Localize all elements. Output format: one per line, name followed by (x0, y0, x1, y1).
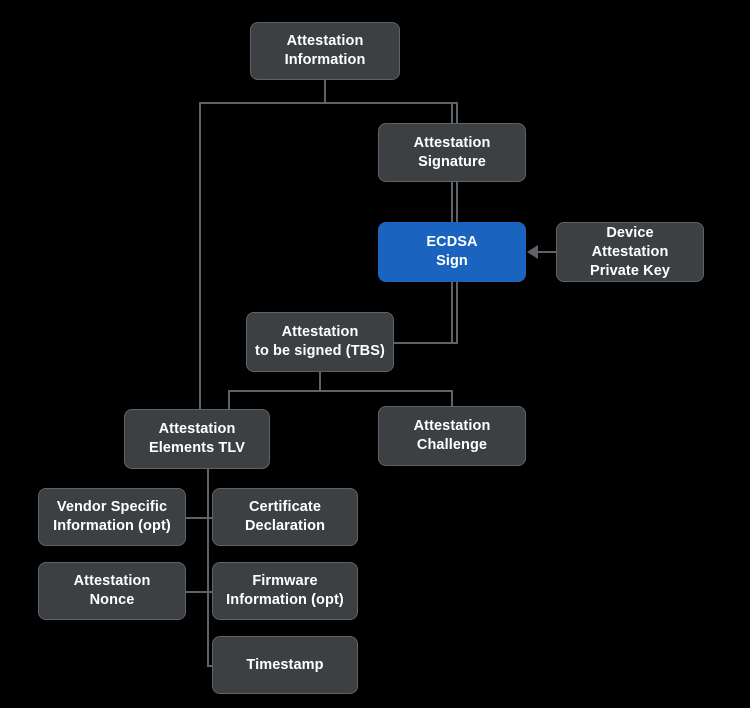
edge-stub-vendor-specific (186, 517, 207, 519)
node-attestation-nonce-line1: Attestation (73, 573, 151, 589)
node-vendor-specific-information[interactable]: Vendor Specific Information (opt) (38, 488, 186, 546)
node-timestamp-line1: Timestamp (246, 656, 324, 673)
edge-tbs-split-bar (228, 390, 452, 392)
node-attestation-tbs[interactable]: Attestation to be signed (TBS) (246, 312, 394, 372)
node-timestamp[interactable]: Timestamp (212, 636, 358, 694)
node-device-attestation-private-key[interactable]: Device Attestation Private Key (556, 222, 704, 282)
node-attestation-challenge-line1: Attestation (413, 418, 491, 434)
edge-tbs-to-challenge (451, 390, 453, 408)
node-attestation-nonce-line2: Nonce (89, 592, 135, 608)
node-attestation-tbs-line2: to be signed (TBS) (255, 343, 385, 359)
node-attestation-signature-line1: Attestation (413, 134, 491, 151)
edge-stub-attestation-nonce (186, 591, 207, 593)
node-attestation-signature-line2: Signature (418, 153, 486, 170)
node-attestation-information-line1: Attestation (286, 33, 364, 49)
node-vendor-specific-information-line2: Information (opt) (53, 518, 171, 534)
edge-stub-firmware-information (207, 591, 215, 593)
node-attestation-elements-tlv-line1: Attestation (158, 421, 236, 437)
node-device-attestation-private-key-line2: Attestation (591, 243, 669, 260)
arrowhead-private-key-to-ecdsa (527, 245, 538, 259)
edge-right-spine-to-tbs (394, 342, 458, 344)
node-attestation-tbs-line1: Attestation (281, 324, 359, 340)
node-certificate-declaration-line2: Declaration (244, 518, 326, 534)
node-ecdsa-sign-line1: ECDSA (426, 234, 478, 250)
edge-signature-top-stub (451, 102, 453, 123)
node-firmware-information-line1: Firmware (252, 573, 318, 589)
edge-attestation-information-split-bar (199, 102, 458, 104)
node-vendor-specific-information-line1: Vendor Specific (56, 499, 168, 515)
node-attestation-elements-tlv[interactable]: Attestation Elements TLV (124, 409, 270, 469)
node-attestation-elements-tlv-line2: Elements TLV (148, 440, 245, 456)
node-firmware-information-line2: Information (opt) (226, 592, 344, 608)
edge-left-spine-to-tlv (199, 102, 201, 411)
node-attestation-challenge-line2: Challenge (416, 437, 488, 453)
node-attestation-nonce[interactable]: Attestation Nonce (38, 562, 186, 620)
node-certificate-declaration-line1: Certificate (248, 499, 321, 515)
node-attestation-signature[interactable]: Attestation Signature (378, 123, 526, 182)
node-ecdsa-sign[interactable]: ECDSA Sign (378, 222, 526, 282)
node-attestation-challenge[interactable]: Attestation Challenge (378, 406, 526, 466)
edge-stub-timestamp (207, 665, 215, 667)
node-ecdsa-sign-line2: Sign (436, 253, 468, 269)
node-device-attestation-private-key-line3: Private Key (589, 262, 671, 279)
edge-tbs-down (319, 372, 321, 390)
node-firmware-information[interactable]: Firmware Information (opt) (212, 562, 358, 620)
node-certificate-declaration[interactable]: Certificate Declaration (212, 488, 358, 546)
edge-tbs-to-tlv (228, 390, 230, 411)
node-device-attestation-private-key-line1: Device (606, 224, 654, 241)
edge-attestation-information-down (324, 80, 326, 104)
node-attestation-information[interactable]: Attestation Information (250, 22, 400, 80)
node-attestation-information-line2: Information (284, 52, 366, 68)
edge-ecdsa-to-tbs-vertical (451, 282, 453, 343)
edge-tlv-children-spine (207, 468, 209, 667)
edge-private-key-to-ecdsa (538, 251, 558, 253)
edge-signature-to-ecdsa (451, 182, 453, 222)
edge-stub-certificate-declaration (207, 517, 215, 519)
